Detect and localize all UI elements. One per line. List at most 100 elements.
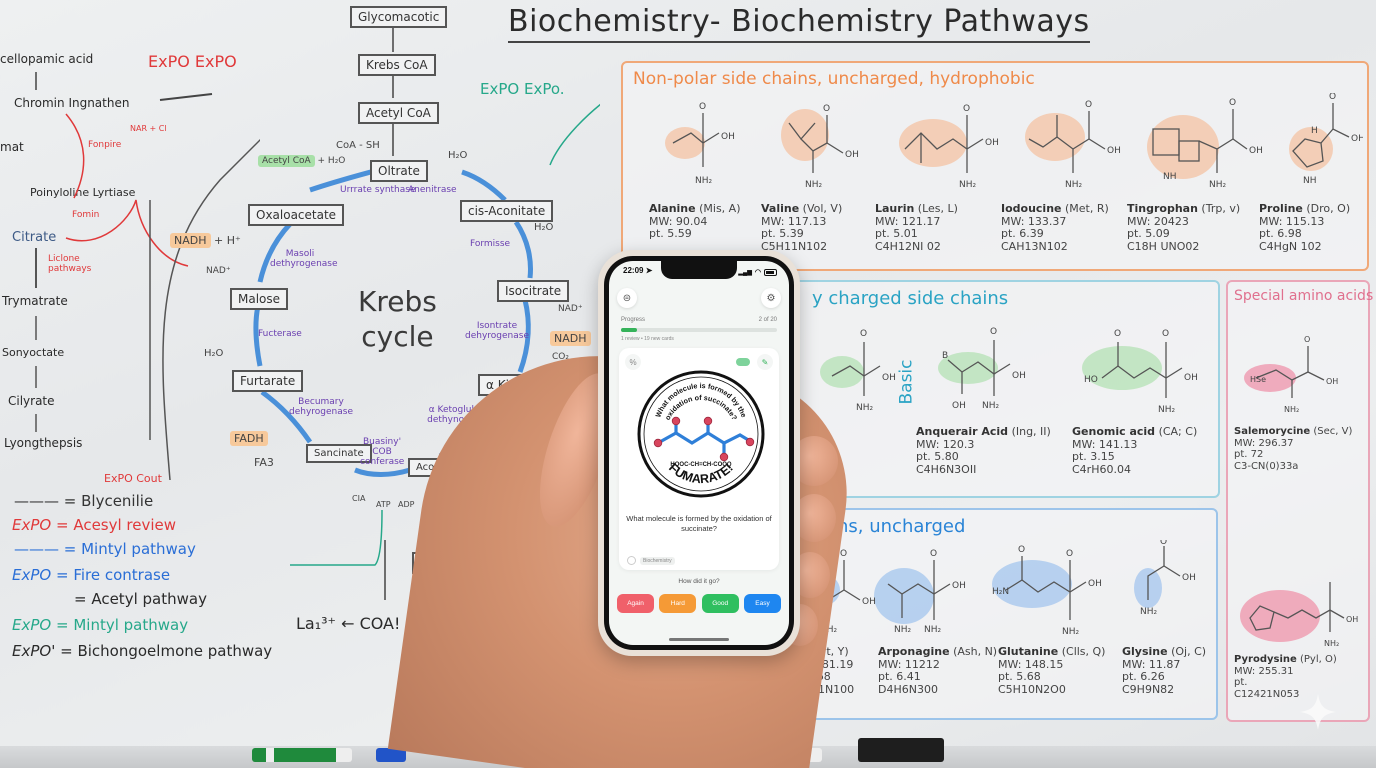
rating-buttons: Again Hard Good Easy [617, 594, 781, 613]
svg-text:OH: OH [1326, 377, 1338, 386]
svg-text:O: O [1329, 93, 1336, 102]
box-acetyl-coa: Acetyl CoA [358, 102, 439, 124]
svg-text:O: O [1229, 98, 1236, 108]
red-note: Fonpire [88, 140, 122, 150]
box-oxaloacetate: Oxaloacetate [248, 204, 345, 226]
svg-text:NH₂: NH₂ [1284, 405, 1299, 414]
svg-text:O: O [1066, 549, 1073, 559]
bottom-equation: La₁³⁺ ← COA! [296, 614, 401, 633]
panel-title: y charged side chains [812, 288, 1009, 309]
enzyme-label: Formisse [470, 239, 511, 249]
svg-text:NH₂: NH₂ [805, 180, 823, 190]
amino-acid: Iodoucine (Met, R) MW: 133.37 pt. 6.39 C… [1001, 202, 1109, 253]
amino-acid: Proline (Dro, O) MW: 115.13 pt. 6.98 C4H… [1259, 202, 1351, 253]
svg-text:O: O [1304, 335, 1310, 344]
phone-bezel: 22:09 ➤ ▂▄▆ ◠ ⊜ ⚙ Progress 2 of 20 [604, 256, 794, 650]
svg-text:OH: OH [1184, 373, 1198, 383]
wifi-icon: ◠ [754, 269, 761, 276]
svg-text:NH₂: NH₂ [1062, 627, 1080, 637]
svg-text:O: O [1114, 329, 1121, 339]
amino-acid: Valine (Vol, V) MW: 117.13 pt. 5.39 C5H1… [761, 202, 843, 253]
expo-header: ExPO ExPO [148, 52, 237, 71]
svg-text:NH₂: NH₂ [1140, 607, 1158, 617]
eye-toggle-icon[interactable] [736, 358, 750, 366]
svg-text:B: B [942, 351, 948, 361]
svg-text:H₂N: H₂N [992, 587, 1009, 597]
pathway-item: cellopamic acid [0, 52, 94, 66]
answer-sticker: What molecule is formed by the oxidation… [637, 370, 765, 498]
status-bar: 22:09 ➤ ▂▄▆ ◠ [623, 266, 777, 278]
svg-text:O: O [1018, 545, 1025, 555]
amino-acid: Anquerair Acid (Ing, II) MW: 120.3 pt. 5… [916, 425, 1051, 476]
flip-button[interactable]: % [625, 354, 641, 370]
panel-nonpolar: Non-polar side chains, uncharged, hydrop… [621, 61, 1369, 271]
progress-bar [621, 328, 777, 332]
krebs-label: Krebs cycle [358, 285, 437, 353]
box-aconitate: cis-Aconitate [460, 200, 554, 222]
signal-icon: ▂▄▆ [738, 269, 752, 276]
svg-text:NH₂: NH₂ [1324, 639, 1339, 648]
battery-icon [764, 268, 777, 276]
settings-button[interactable]: ⚙ [761, 288, 781, 308]
box-glycomacotic: Glycomacotic [350, 6, 448, 28]
svg-text:O: O [1160, 540, 1167, 547]
svg-text:NH: NH [1163, 172, 1177, 182]
flashcard[interactable]: % ✎ What molecule is formed by the [619, 348, 779, 570]
svg-text:NH₂: NH₂ [1158, 405, 1176, 412]
blue-marker [376, 748, 406, 762]
red-note: Fomin [72, 210, 100, 220]
tag-checkbox[interactable] [627, 556, 636, 565]
svg-text:NH₂: NH₂ [820, 625, 838, 635]
pathway-item: Chromin Ingnathen [14, 96, 130, 110]
box-isocitrate: Isocitrate [497, 280, 570, 302]
phone-screen: 22:09 ➤ ▂▄▆ ◠ ⊜ ⚙ Progress 2 of 20 [609, 261, 789, 645]
panel-title: Non-polar side chains, uncharged, hydrop… [633, 69, 1035, 89]
svg-text:OH: OH [845, 150, 859, 160]
legend-row: ——— = Mintyl pathway [14, 540, 196, 558]
svg-text:NH₂: NH₂ [1065, 180, 1083, 190]
cofactor-h2o: H₂O [534, 222, 554, 233]
tag-chip[interactable]: Biochemistry [640, 556, 675, 565]
card-tags: Biochemistry [627, 556, 675, 565]
edit-button[interactable]: ✎ [757, 354, 773, 370]
svg-text:OH: OH [1088, 579, 1102, 589]
svg-text:OH: OH [721, 132, 735, 142]
status-time: 22:09 ➤ [623, 266, 653, 275]
box-citrate: Oltrate [370, 160, 428, 182]
amino-acid: Salemorycine (Sec, V) MW: 296.37 pt. 72 … [1234, 426, 1353, 472]
progress-label: Progress [621, 317, 646, 323]
cofactor-cia: CIA [352, 494, 366, 503]
svg-text:NH₂: NH₂ [982, 401, 1000, 411]
hard-button[interactable]: Hard [659, 594, 697, 613]
svg-text:NH₂: NH₂ [894, 625, 912, 635]
box-krebs-coa: Krebs CoA [358, 54, 436, 76]
good-button[interactable]: Good [701, 594, 739, 613]
home-indicator[interactable] [669, 638, 729, 641]
svg-text:O: O [1085, 100, 1092, 110]
svg-text:O: O [1162, 329, 1169, 339]
cofactor-h2o: H₂O [448, 150, 468, 161]
svg-text:HSe: HSe [1250, 375, 1266, 384]
enzyme-label: Buasiny' COB conferase [360, 437, 405, 467]
cofactor-nad-right: NAD⁺ [558, 304, 583, 314]
pathway-item: Lyongthepsis [4, 436, 83, 450]
progress-subtitle: 1 review • 19 new cards [621, 336, 674, 342]
cofactor-acetyl: Acetyl CoA + H₂O [258, 155, 345, 167]
cofactor-coa-sh: CoA - SH [336, 140, 380, 151]
legend-row: ExPO = Acesyl review [12, 516, 177, 534]
easy-button[interactable]: Easy [743, 594, 781, 613]
pathway-item: mat [0, 140, 24, 154]
pencil-icon: ✎ [761, 357, 769, 367]
cofactor-co2: CO₂ [552, 352, 569, 362]
menu-button[interactable]: ⊜ [617, 288, 637, 308]
again-button[interactable]: Again [617, 594, 654, 613]
legend-row: ExPO' = Bichongoelmone pathway [12, 642, 273, 660]
cofactor-fa3: FA3 [254, 456, 274, 469]
svg-text:OH: OH [1012, 371, 1026, 381]
svg-text:O: O [840, 549, 847, 559]
legend-row: = Acetyl pathway [74, 590, 207, 608]
